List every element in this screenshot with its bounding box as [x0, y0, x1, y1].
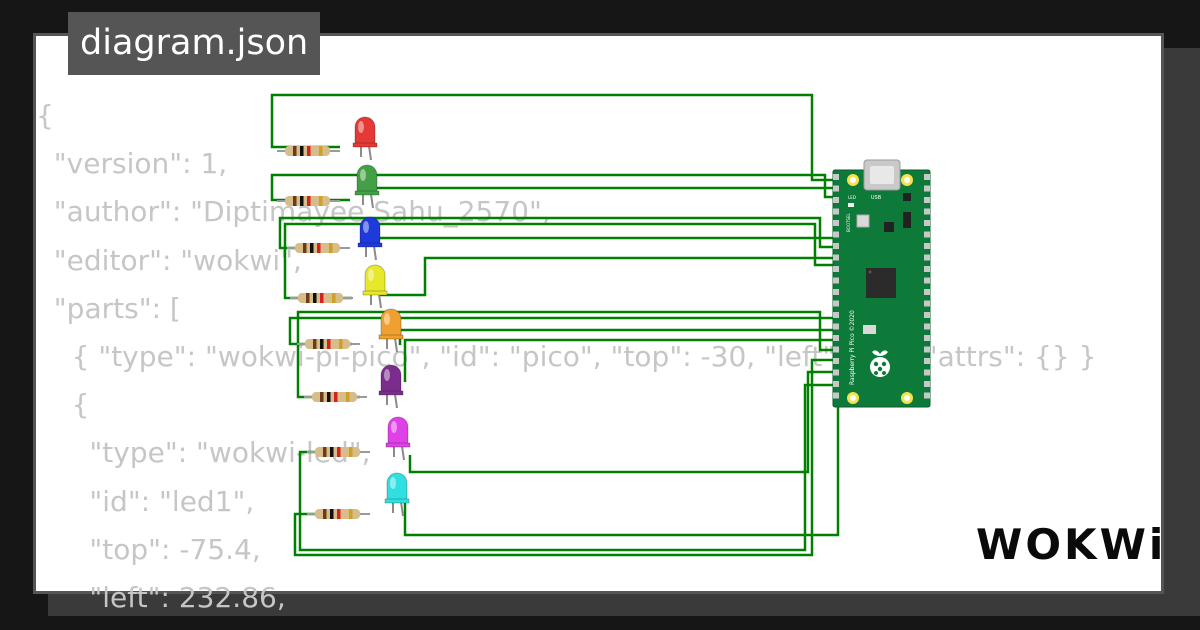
- file-tab-title: diagram.json: [80, 23, 309, 63]
- led-red[interactable]: [352, 116, 378, 161]
- board-pins: [833, 174, 930, 399]
- pin-right[interactable]: [924, 369, 930, 376]
- pin-left[interactable]: [833, 381, 839, 387]
- led-cyan[interactable]: [384, 472, 410, 517]
- wire[interactable]: [296, 310, 835, 399]
- wires: [270, 93, 840, 557]
- brand-label: Raspberry Pi Pico ©2020: [849, 310, 856, 385]
- pin-left[interactable]: [833, 220, 839, 226]
- pin-right[interactable]: [924, 392, 930, 399]
- code-line: {: [36, 388, 90, 422]
- pin-left[interactable]: [833, 254, 839, 261]
- pi-pico-board[interactable]: USB LED BOOTSEL Raspberry Pi Pico ©2020: [832, 159, 931, 408]
- wokwi-logo-icon: WOKWi: [976, 520, 1166, 569]
- pin-left[interactable]: [833, 266, 839, 272]
- pin-right[interactable]: [924, 208, 930, 215]
- resistor[interactable]: [277, 196, 340, 206]
- pin-left[interactable]: [833, 208, 839, 215]
- pin-left[interactable]: [833, 323, 839, 330]
- bootsel-button[interactable]: [856, 214, 870, 228]
- pin-right[interactable]: [924, 346, 930, 353]
- resistor[interactable]: [290, 293, 353, 303]
- wire[interactable]: [373, 175, 835, 190]
- file-tab[interactable]: diagram.json: [68, 12, 321, 75]
- pin-right[interactable]: [924, 381, 930, 387]
- pin-left[interactable]: [833, 369, 839, 376]
- pin-right[interactable]: [924, 220, 930, 226]
- pin-right[interactable]: [924, 243, 930, 249]
- pin-right[interactable]: [924, 266, 930, 272]
- wire[interactable]: [403, 338, 835, 382]
- onboard-led: [848, 203, 854, 207]
- pin-left[interactable]: [833, 300, 839, 307]
- pin-right[interactable]: [924, 254, 930, 261]
- code-line: "parts": [: [36, 291, 181, 325]
- pin-left[interactable]: [833, 197, 839, 203]
- code-line: {: [36, 99, 54, 132]
- code-line: "top": -75.4,: [36, 532, 261, 566]
- pin-right[interactable]: [924, 231, 930, 238]
- code-card: [33, 33, 1164, 594]
- resistor[interactable]: [307, 447, 370, 457]
- raspberry-pi-logo-icon: [870, 350, 890, 377]
- pin-right[interactable]: [924, 277, 930, 284]
- code-line: "version": 1,: [36, 147, 228, 181]
- bootsel-label: BOOTSEL: [846, 213, 851, 232]
- resistor[interactable]: [297, 339, 360, 349]
- wire[interactable]: [298, 383, 835, 552]
- leds: [352, 116, 411, 517]
- led-magenta[interactable]: [385, 416, 411, 461]
- pin-left[interactable]: [833, 312, 839, 318]
- pin-left[interactable]: [833, 185, 839, 192]
- code-line: "id": "led1",: [36, 484, 255, 518]
- pin-right[interactable]: [924, 185, 930, 192]
- resistor[interactable]: [287, 243, 350, 253]
- led-blue[interactable]: [357, 216, 383, 261]
- pin-left[interactable]: [833, 231, 839, 238]
- pin-left[interactable]: [833, 277, 839, 284]
- pin-left[interactable]: [833, 335, 839, 341]
- pin-right[interactable]: [924, 323, 930, 330]
- pin-left[interactable]: [833, 243, 839, 249]
- pin-right[interactable]: [924, 289, 930, 295]
- pin-left[interactable]: [833, 392, 839, 399]
- wire[interactable]: [403, 393, 840, 537]
- resistor[interactable]: [307, 509, 370, 519]
- pin-left[interactable]: [833, 346, 839, 353]
- pin-left[interactable]: [833, 174, 839, 180]
- pin-right[interactable]: [924, 358, 930, 364]
- led-label: LED: [848, 195, 856, 200]
- wire[interactable]: [408, 370, 835, 474]
- pin-right[interactable]: [924, 335, 930, 341]
- usb-label: USB: [871, 195, 882, 201]
- pin-left[interactable]: [833, 289, 839, 295]
- wire[interactable]: [380, 256, 835, 297]
- code-line: "left": 232.86,: [36, 581, 286, 615]
- wokwi-logo-text: WOKWi: [976, 520, 1167, 569]
- resistor[interactable]: [304, 392, 367, 402]
- pin-right[interactable]: [924, 300, 930, 307]
- wire[interactable]: [398, 328, 835, 345]
- led-purple[interactable]: [378, 364, 404, 409]
- led-orange[interactable]: [378, 308, 404, 353]
- wire[interactable]: [270, 93, 835, 182]
- resistor[interactable]: [277, 146, 340, 156]
- pin-right[interactable]: [924, 197, 930, 203]
- pin-right[interactable]: [924, 174, 930, 180]
- resistors: [277, 146, 370, 519]
- pin-left[interactable]: [833, 358, 839, 364]
- wire[interactable]: [293, 358, 835, 557]
- led-yellow[interactable]: [362, 264, 388, 309]
- code-line: "editor": "wokwi",: [36, 243, 302, 277]
- pin-right[interactable]: [924, 312, 930, 318]
- led-green[interactable]: [354, 164, 380, 209]
